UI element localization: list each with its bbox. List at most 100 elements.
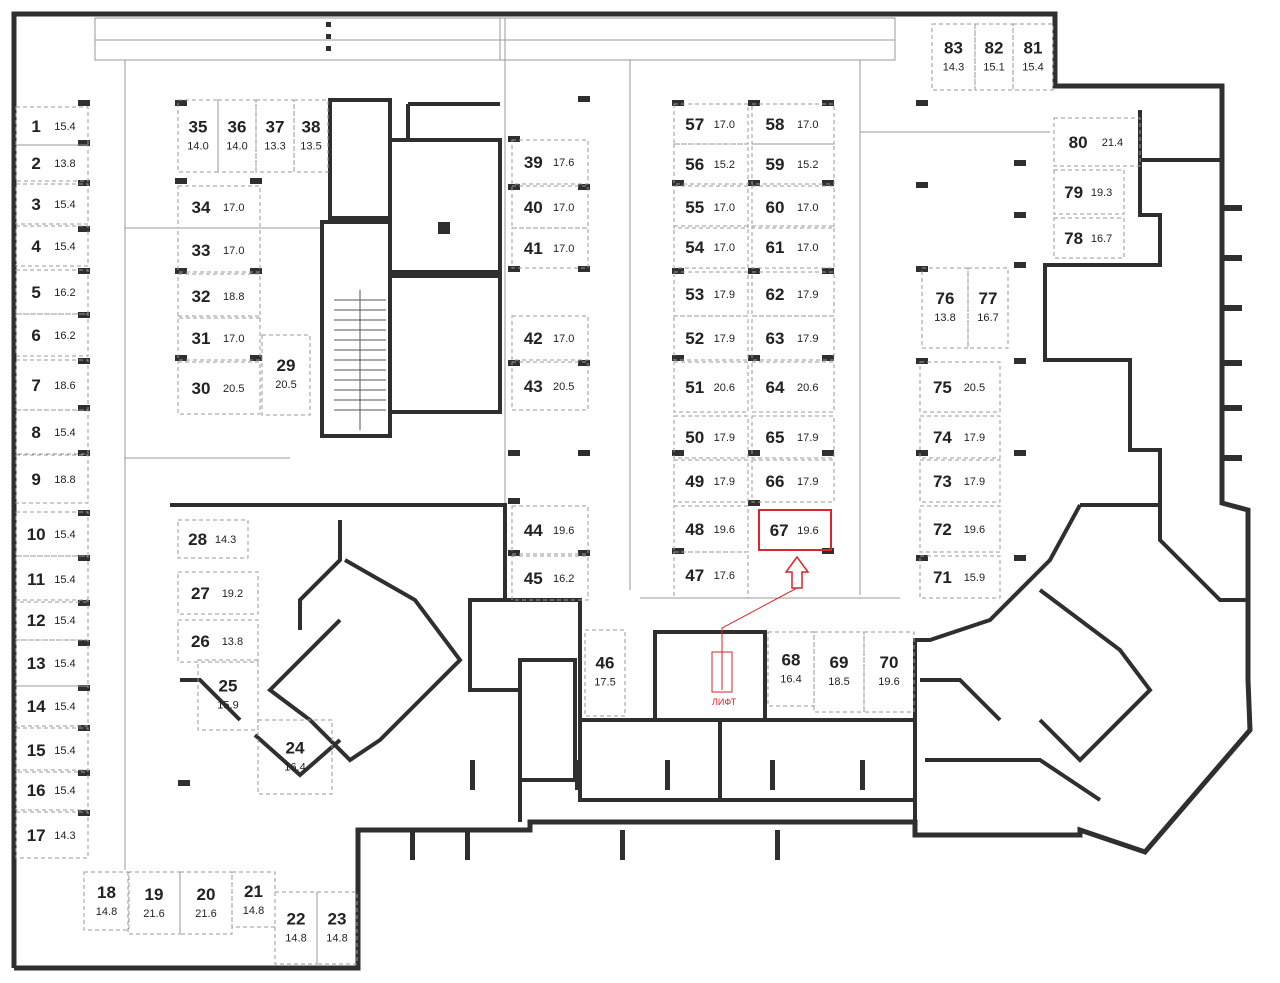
- parking-space-5[interactable]: [15, 269, 89, 315]
- parking-space-38[interactable]: [293, 99, 329, 173]
- parking-space-16[interactable]: [15, 769, 89, 811]
- parking-space-43[interactable]: [511, 361, 589, 411]
- parking-space-7[interactable]: [15, 359, 89, 411]
- parking-space-82[interactable]: [974, 23, 1014, 91]
- parking-space-71[interactable]: [919, 555, 1001, 599]
- parking-space-55[interactable]: [673, 185, 749, 229]
- space-number: 6: [31, 326, 40, 345]
- parking-space-39[interactable]: [511, 139, 589, 185]
- space-number: 15: [27, 741, 46, 760]
- parking-space-20[interactable]: [179, 871, 233, 935]
- parking-space-41[interactable]: [511, 227, 589, 269]
- parking-space-68[interactable]: [767, 631, 815, 707]
- parking-space-63[interactable]: [751, 315, 835, 361]
- parking-space-11[interactable]: [15, 555, 89, 603]
- parking-space-65[interactable]: [751, 415, 835, 459]
- space-number: 5: [31, 283, 40, 302]
- parking-space-53[interactable]: [673, 271, 749, 317]
- space-number: 78: [1064, 229, 1083, 248]
- parking-space-73[interactable]: [919, 459, 1001, 503]
- parking-space-80[interactable]: [1053, 117, 1141, 167]
- space-area: 17.0: [223, 333, 244, 345]
- parking-space-31[interactable]: [177, 315, 261, 361]
- parking-space-57[interactable]: [673, 103, 749, 145]
- parking-space-14[interactable]: [15, 685, 89, 727]
- space-number: 40: [524, 198, 543, 217]
- parking-space-22[interactable]: [274, 891, 318, 965]
- parking-space-19[interactable]: [127, 871, 181, 935]
- parking-space-4[interactable]: [15, 225, 89, 267]
- parking-space-51[interactable]: [673, 361, 749, 413]
- bottom-center-rooms: [505, 598, 915, 802]
- parking-space-42[interactable]: [511, 315, 589, 361]
- parking-space-64[interactable]: [751, 361, 835, 413]
- parking-space-45[interactable]: [511, 555, 589, 601]
- parking-space-32[interactable]: [177, 273, 261, 319]
- parking-space-34[interactable]: [177, 185, 261, 229]
- space-area: 18.6: [54, 380, 75, 392]
- parking-space-8[interactable]: [15, 409, 89, 455]
- space-area: 15.4: [54, 199, 75, 211]
- parking-space-83[interactable]: [931, 23, 976, 91]
- space-area: 15.4: [54, 241, 75, 253]
- parking-space-3[interactable]: [15, 183, 89, 225]
- space-area: 17.5: [594, 677, 615, 689]
- parking-space-10[interactable]: [15, 511, 89, 557]
- parking-space-18[interactable]: [83, 871, 130, 931]
- space-number: 66: [765, 472, 784, 491]
- space-area: 19.2: [222, 588, 243, 600]
- parking-space-9[interactable]: [15, 454, 89, 504]
- parking-space-60[interactable]: [751, 185, 835, 229]
- space-area: 13.3: [264, 140, 285, 152]
- parking-space-27[interactable]: [177, 571, 259, 615]
- space-area: 21.6: [195, 908, 216, 920]
- parking-space-76[interactable]: [921, 267, 969, 349]
- space-area: 15.4: [54, 701, 75, 713]
- parking-space-79[interactable]: [1053, 169, 1125, 215]
- parking-space-46[interactable]: [584, 629, 626, 717]
- parking-space-6[interactable]: [15, 313, 89, 357]
- parking-space-49[interactable]: [673, 459, 749, 503]
- parking-space-62[interactable]: [751, 271, 835, 317]
- space-number: 27: [191, 584, 210, 603]
- parking-space-44[interactable]: [511, 505, 589, 555]
- space-number: 49: [685, 472, 704, 491]
- parking-space-54[interactable]: [673, 225, 749, 269]
- parking-space-48[interactable]: [673, 505, 749, 553]
- parking-space-2[interactable]: [15, 144, 89, 182]
- space-area: 16.4: [780, 673, 801, 685]
- space-number: 9: [31, 470, 40, 489]
- parking-space-29[interactable]: [261, 334, 311, 416]
- parking-space-25[interactable]: [197, 659, 259, 731]
- parking-space-50[interactable]: [673, 415, 749, 459]
- space-number: 73: [933, 472, 952, 491]
- parking-space-74[interactable]: [919, 415, 1001, 459]
- parking-space-61[interactable]: [751, 225, 835, 269]
- parking-space-69[interactable]: [813, 631, 865, 713]
- parking-space-1[interactable]: [15, 106, 89, 146]
- space-area: 17.9: [964, 476, 985, 488]
- parking-space-24[interactable]: [257, 719, 333, 795]
- space-number: 18: [97, 883, 116, 902]
- space-area: 15.4: [54, 529, 75, 541]
- parking-space-33[interactable]: [177, 227, 261, 273]
- space-number: 41: [524, 239, 543, 258]
- space-area: 15.4: [54, 745, 75, 757]
- parking-space-17[interactable]: [15, 811, 89, 859]
- parking-space-26[interactable]: [177, 619, 259, 663]
- parking-space-77[interactable]: [967, 267, 1009, 349]
- space-area: 17.0: [714, 202, 735, 214]
- parking-space-66[interactable]: [751, 459, 835, 503]
- parking-space-58[interactable]: [751, 103, 835, 145]
- parking-space-59[interactable]: [751, 143, 835, 185]
- parking-space-28[interactable]: [177, 519, 249, 559]
- space-area: 17.9: [964, 432, 985, 444]
- parking-space-15[interactable]: [15, 727, 89, 773]
- parking-space-70[interactable]: [863, 631, 915, 713]
- parking-space-30[interactable]: [177, 361, 261, 415]
- space-area: 15.9: [964, 572, 985, 584]
- parking-space-78[interactable]: [1053, 217, 1125, 259]
- space-area: 17.0: [223, 202, 244, 214]
- parking-space-75[interactable]: [919, 361, 1001, 413]
